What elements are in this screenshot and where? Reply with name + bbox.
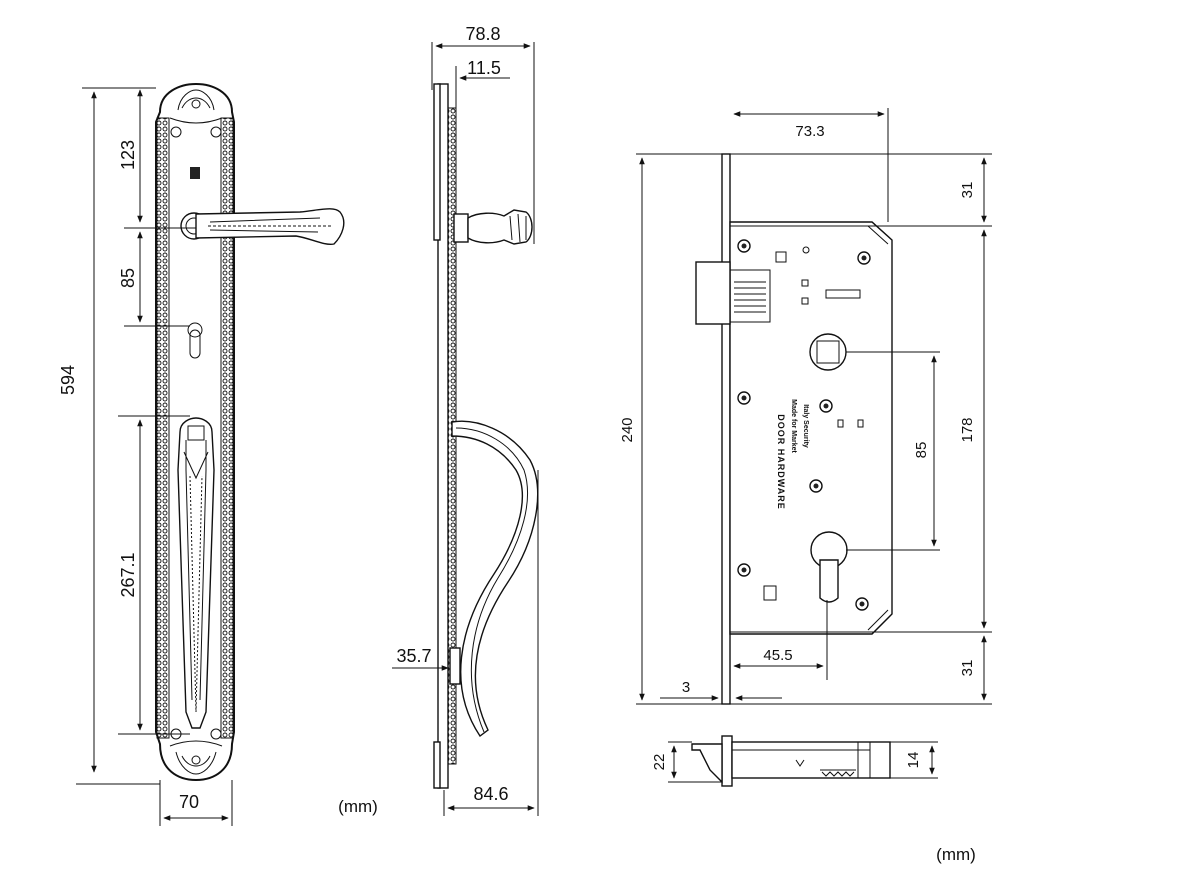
dim-side-pull-depth: 84.6: [473, 784, 508, 804]
side-view: 78.8 11.5 35.7 84.6 (mm): [338, 24, 539, 816]
dim-lock-body-height: 178: [959, 417, 976, 442]
lock-body-view: DOOR HARDWARE Made for Market Italy Secu…: [619, 108, 992, 705]
unit-label-left: (mm): [338, 797, 378, 816]
lock-top-view: 22 14 (mm): [651, 735, 976, 864]
dim-front-handle-to-keyhole: 85: [118, 268, 138, 288]
dim-side-total-depth: 78.8: [465, 24, 500, 44]
engraving-brand: DOOR HARDWARE: [776, 414, 786, 510]
lock-engraving: DOOR HARDWARE Made for Market Italy Secu…: [776, 399, 809, 510]
front-top-ornament: [169, 89, 223, 138]
dim-lock-faceplate: 3: [682, 679, 690, 696]
side-pull-handle: [449, 420, 539, 738]
lock-top-faceplate: [721, 735, 733, 787]
lock-latch-bolt: [695, 261, 771, 325]
dim-side-plate-thickness: 11.5: [467, 58, 501, 78]
lock-faceplate: [721, 153, 731, 705]
lock-internal-details: [763, 251, 864, 601]
dim-front-lower-handle: 267.1: [118, 552, 138, 597]
engraving-origin: Italy Security: [802, 404, 809, 448]
side-lever: [453, 209, 533, 245]
dim-lock-backset: 45.5: [763, 647, 792, 664]
lock-spindle-hub: [809, 333, 847, 371]
front-bead-border-left: [156, 117, 170, 739]
front-lever-handle: [180, 208, 345, 246]
lock-case: [729, 221, 893, 635]
front-pull-handle: [177, 417, 215, 729]
side-plate-top-tab: [433, 83, 441, 241]
dim-lock-case-depth: 14: [905, 752, 922, 769]
front-view: 594 123 85 267.1 70: [58, 82, 345, 826]
dim-lock-center-distance: 85: [913, 442, 930, 459]
front-thumb-turn: [190, 167, 200, 179]
dim-front-top-to-handle: 123: [118, 140, 138, 170]
front-plate-outline: [155, 82, 235, 782]
dim-front-width: 70: [179, 792, 199, 812]
dim-lock-bottom-margin: 31: [959, 660, 976, 677]
dim-lock-total-height: 240: [619, 417, 636, 442]
dim-lock-top-margin: 31: [959, 182, 976, 199]
lock-screws: [737, 239, 871, 611]
lock-top-case: [731, 741, 891, 779]
side-plate-bottom-tab: [433, 741, 441, 789]
unit-label-right: (mm): [936, 845, 976, 864]
engraving-made: Made for Market: [790, 399, 797, 453]
front-bottom-ornament: [169, 728, 223, 775]
dim-lock-bolt-height: 22: [651, 754, 668, 771]
dim-front-height: 594: [58, 365, 78, 395]
lock-cylinder-hole: [810, 531, 848, 603]
lock-top-bolt: [691, 743, 723, 784]
dim-lock-backset-width: 73.3: [795, 123, 824, 140]
front-keyhole: [187, 322, 203, 359]
front-bead-border-right: [220, 117, 234, 739]
dim-side-lower-offset: 35.7: [396, 646, 431, 666]
